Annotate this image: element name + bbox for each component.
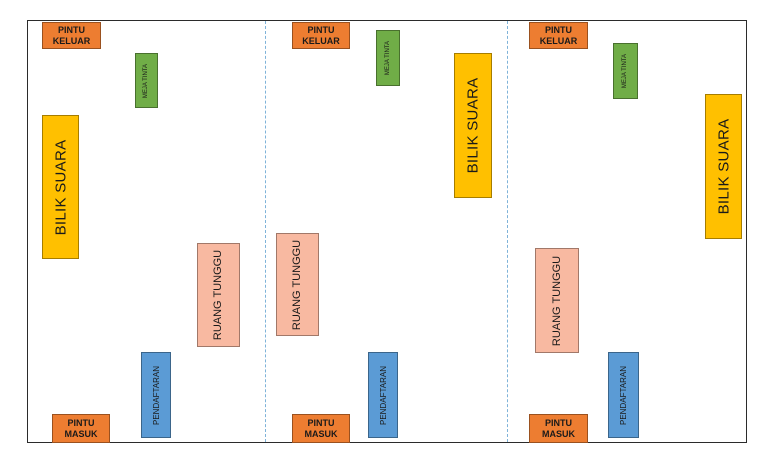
waiting-room-2: RUANG TUNGGU — [276, 233, 319, 336]
voting-booth-2: BILIK SUARA — [454, 53, 492, 198]
entry-door-label-line2: MASUK — [542, 428, 575, 439]
voting-booth-3: BILIK SUARA — [705, 94, 742, 239]
waiting-room-label: RUANG TUNGGU — [551, 255, 563, 346]
registration-desk-label: PENDAFTARAN — [619, 365, 628, 425]
ink-table-label: MEJA TINTA — [143, 63, 150, 98]
voting-booth-1: BILIK SUARA — [42, 115, 79, 259]
exit-door-2: PINTU KELUAR — [292, 22, 350, 49]
entry-door-label-line1: PINTU — [67, 417, 95, 428]
entry-door-1: PINTU MASUK — [52, 414, 110, 443]
voting-booth-label: BILIK SUARA — [52, 139, 69, 235]
exit-door-label-line2: KELUAR — [302, 35, 340, 46]
ink-table-1: MEJA TINTA — [135, 53, 158, 108]
voting-booth-label: BILIK SUARA — [464, 77, 482, 174]
entry-door-label-line1: PINTU — [545, 417, 572, 428]
waiting-room-label: RUANG TUNGGU — [291, 239, 304, 330]
entry-door-3: PINTU MASUK — [529, 414, 588, 443]
exit-door-label-line2: KELUAR — [539, 35, 578, 46]
entry-door-2: PINTU MASUK — [292, 414, 350, 443]
exit-door-label-line2: KELUAR — [52, 35, 91, 46]
waiting-room-label: RUANG TUNGGU — [212, 249, 225, 341]
exit-door-label-line1: PINTU — [307, 24, 335, 35]
exit-door-label-line1: PINTU — [58, 24, 85, 35]
registration-desk-label: PENDAFTARAN — [378, 365, 388, 425]
registration-desk-label: PENDAFTARAN — [151, 365, 161, 425]
waiting-room-3: RUANG TUNGGU — [535, 248, 579, 353]
floor-plan-frame: PINTU KELUAR MEJA TINTA BILIK SUARA RUAN… — [27, 20, 747, 443]
ink-table-label: MEJA TINTA — [622, 53, 629, 89]
exit-door-label-line1: PINTU — [545, 24, 572, 35]
section-divider-1 — [265, 21, 266, 442]
entry-door-label-line1: PINTU — [307, 417, 335, 428]
registration-desk-3: PENDAFTARAN — [608, 352, 639, 438]
section-divider-2 — [507, 21, 508, 442]
voting-booth-label: BILIK SUARA — [715, 118, 732, 215]
entry-door-label-line2: MASUK — [304, 428, 338, 439]
ink-table-2: MEJA TINTA — [376, 30, 400, 86]
registration-desk-2: PENDAFTARAN — [368, 352, 398, 438]
ink-table-label: MEJA TINTA — [385, 40, 391, 76]
entry-door-label-line2: MASUK — [64, 428, 98, 439]
ink-table-3: MEJA TINTA — [613, 43, 638, 99]
exit-door-1: PINTU KELUAR — [42, 22, 101, 49]
registration-desk-1: PENDAFTARAN — [141, 352, 171, 438]
waiting-room-1: RUANG TUNGGU — [197, 243, 240, 347]
exit-door-3: PINTU KELUAR — [529, 22, 588, 49]
